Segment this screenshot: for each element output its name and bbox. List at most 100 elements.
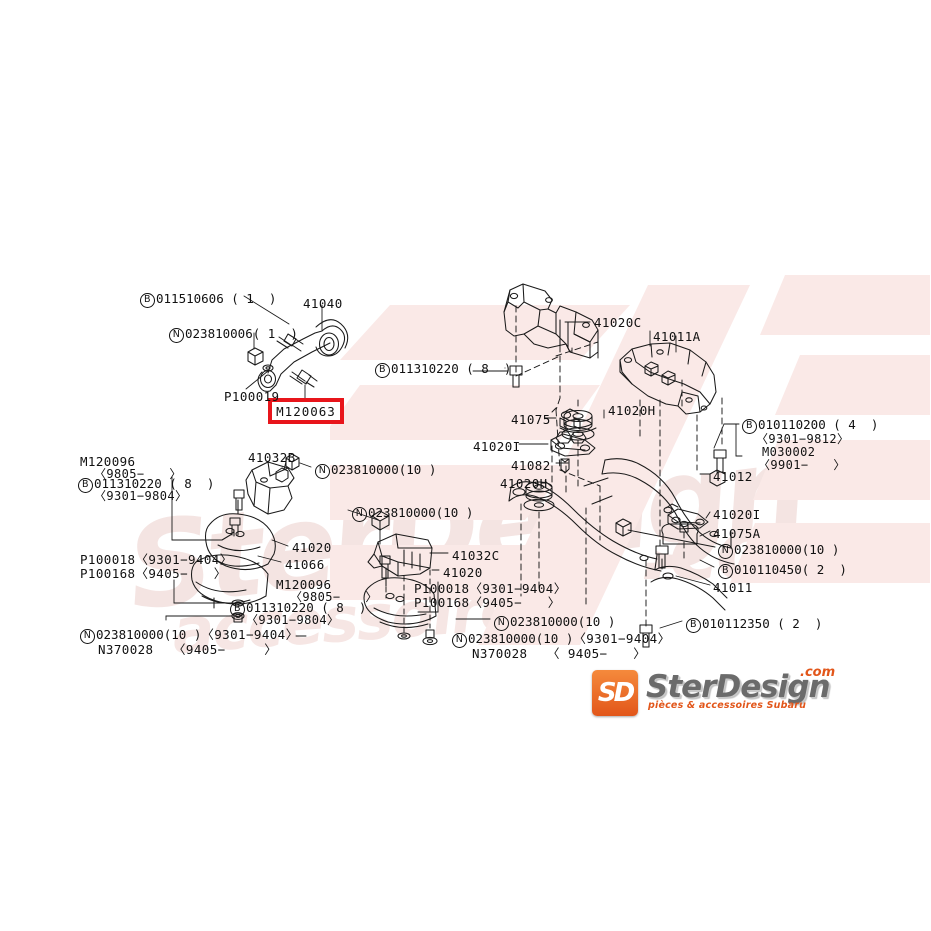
callout-41040[interactable]: 41040	[303, 297, 343, 311]
callout-text: 023810006( 1 )	[185, 326, 298, 341]
callout-text: 41011A	[653, 329, 701, 344]
circled-b-icon: B	[718, 564, 733, 579]
callout-41020i-lower[interactable]: 41020I	[713, 508, 761, 522]
circled-b-icon: B	[686, 618, 701, 633]
callout-41075[interactable]: 41075	[511, 413, 551, 427]
callout-p100168-left[interactable]: P100168〈9405− 〉	[80, 567, 227, 581]
callout-text: 41032C	[452, 548, 500, 563]
callout-n370028-right[interactable]: N370028 〈 9405− 〉	[472, 647, 646, 661]
callout-text: 41082	[511, 458, 551, 473]
callout-p100168-right[interactable]: P100168〈9405− 〉	[414, 596, 561, 610]
callout-text: 011310220 ( 8 )	[391, 361, 512, 376]
circled-b-icon: B	[375, 363, 390, 378]
callout-41020-left[interactable]: 41020	[292, 541, 332, 555]
callout-text: 〈9301−9804〉	[94, 489, 188, 503]
callout-text: 41040	[303, 296, 343, 311]
callout-41011[interactable]: 41011	[713, 581, 753, 595]
callout-p100019[interactable]: P100019	[224, 390, 279, 404]
circled-n-icon: N	[718, 544, 733, 559]
callout-text: 41075A	[713, 526, 761, 541]
callout-41020c[interactable]: 41020C	[594, 316, 642, 330]
callout-text: 023810000(10 )	[510, 614, 616, 629]
logo-tagline: pièces & accessoires Subaru	[648, 700, 807, 711]
callout-text: 〈9301−9804〉	[246, 613, 340, 627]
circled-n-icon: N	[80, 629, 95, 644]
callout-m030002[interactable]: M030002	[762, 445, 815, 459]
callout-text: 010110200 ( 4 )	[758, 417, 879, 432]
circled-b-icon: B	[78, 478, 93, 493]
callout-text: 41066	[285, 557, 325, 572]
callout-text: 41020C	[594, 315, 642, 330]
callout-date-9301-9804-left: 〈9301−9804〉	[94, 489, 187, 503]
callout-41020i-upper[interactable]: 41020I	[473, 440, 521, 454]
callout-text: 〈9805− 〉	[94, 467, 182, 481]
callout-text: P100168〈9405− 〉	[414, 595, 561, 610]
callout-m120096-left[interactable]: M120096	[80, 455, 135, 469]
callout-41075a[interactable]: 41075A	[713, 527, 761, 541]
callout-text: M120096	[276, 577, 332, 592]
callout-41020-right[interactable]: 41020	[443, 566, 483, 580]
callout-text: 41020I	[473, 439, 521, 454]
callout-p100018-right[interactable]: P100018〈9301−9404〉	[414, 582, 567, 596]
callout-text: 010110450( 2 )	[734, 562, 847, 577]
callout-text: P100018〈9301−9404〉	[80, 552, 233, 567]
callout-text: 41020H	[608, 403, 656, 418]
highlighted-part-box[interactable]: M120063	[268, 398, 344, 424]
highlighted-part-number: M120063	[276, 403, 336, 419]
callout-p100018-left[interactable]: P100018〈9301−9404〉	[80, 553, 233, 567]
callout-41066[interactable]: 41066	[285, 558, 325, 572]
callout-text: 41020H	[500, 476, 548, 491]
callout-41082[interactable]: 41082	[511, 459, 551, 473]
logo-wordmark: SterDesign	[646, 669, 831, 705]
callout-text: P100018〈9301−9404〉	[414, 581, 567, 596]
callout-text: 41032B	[248, 450, 296, 465]
callout-text: 023810000(10 )	[734, 542, 840, 557]
callout-text: P100168〈9405− 〉	[80, 566, 227, 581]
callout-text: 011310220 ( 8 )	[246, 600, 367, 615]
sterdesign-logo[interactable]: SD SterDesign .com pièces & accessoires …	[592, 665, 864, 720]
callout-text: 41011	[713, 580, 753, 595]
callout-date-9301-9804-mid: 〈9301−9804〉	[246, 613, 339, 627]
circled-b-icon: B	[140, 293, 155, 308]
callout-text: 023810000(10 )〈9301−9404〉	[96, 627, 299, 642]
callout-date-9805-mid: 〈9805− 〉	[290, 590, 378, 604]
callout-41032b[interactable]: 41032B	[248, 451, 296, 465]
circled-n-icon: N	[315, 464, 330, 479]
callout-text: M030002	[762, 445, 816, 459]
callout-text: 41012	[713, 469, 753, 484]
callout-41032c[interactable]: 41032C	[452, 549, 500, 563]
callout-m120096-mid[interactable]: M120096	[276, 578, 331, 592]
logo-dotcom: .com	[800, 665, 836, 680]
callout-text: 41020I	[713, 507, 761, 522]
callout-text: N370028 〈 9405− 〉	[472, 646, 647, 661]
callout-text: 023810000(10 )	[368, 505, 474, 520]
callout-text: 〈9901− 〉	[758, 458, 846, 472]
logo-mark-icon: SD	[592, 670, 638, 716]
callout-41020h-lower[interactable]: 41020H	[500, 477, 548, 491]
callout-41012[interactable]: 41012	[713, 470, 753, 484]
circled-n-icon: N	[494, 616, 509, 631]
callout-text: 41075	[511, 412, 551, 427]
callout-text: 010112350 ( 2 )	[702, 616, 823, 631]
callout-41020h-upper[interactable]: 41020H	[608, 404, 656, 418]
callout-date-9301-9812: 〈9301−9812〉	[756, 432, 849, 446]
callout-41011a[interactable]: 41011A	[653, 330, 701, 344]
callout-n370028-left[interactable]: N370028 〈9405− 〉	[98, 643, 277, 657]
callout-text: 011510606 ( 1 )	[156, 291, 277, 306]
